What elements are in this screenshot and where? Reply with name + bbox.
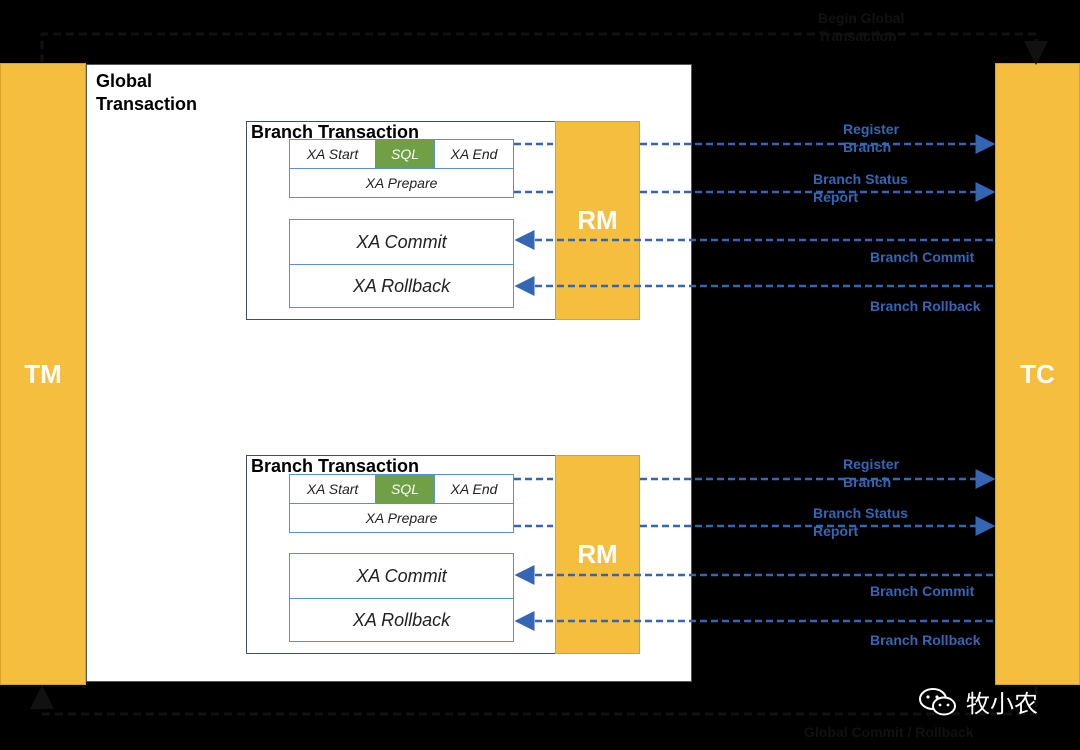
register-line-1: Register [843, 456, 900, 472]
watermark-text: 牧小农 [966, 691, 1038, 718]
begin-label-line-1: Begin Global [818, 10, 905, 26]
begin-global-label: Begin Global Transaction [818, 9, 904, 45]
xa-rollback-cell-1: XA Rollback [289, 264, 514, 308]
status-line-2: Report [813, 523, 859, 539]
branch-rollback-label-2: Branch Rollback [870, 632, 981, 648]
xa-commit-cell-2: XA Commit [289, 553, 514, 599]
global-title-line-2: Transaction [96, 94, 198, 114]
register-branch-label-2: Register Branch [843, 455, 899, 491]
register-branch-label-1: Register Branch [843, 120, 899, 156]
tm-label: TM [24, 358, 62, 389]
wechat-icon [919, 687, 956, 715]
begin-global-arrow [40, 32, 1048, 65]
register-line-1: Register [843, 121, 900, 137]
branch-commit-label-1: Branch Commit [870, 249, 975, 265]
status-line-1: Branch Status [813, 505, 908, 521]
rm-label-2: RM [577, 539, 618, 569]
global-commit-arrow [30, 685, 1038, 716]
tc-label: TC [1020, 358, 1055, 389]
xa-prepare-cell-1: XA Prepare [289, 168, 514, 198]
branch-status-label-2: Branch Status Report [813, 504, 908, 540]
branch-rollback-label-1: Branch Rollback [870, 298, 981, 314]
register-line-2: Branch [843, 139, 892, 155]
watermark: 牧小农 [918, 684, 1038, 719]
status-line-1: Branch Status [813, 171, 908, 187]
xa-start-cell-1: XA Start [289, 139, 376, 169]
tm-bar: TM [0, 63, 86, 685]
register-line-2: Branch [843, 474, 892, 490]
branch-status-label-1: Branch Status Report [813, 170, 908, 206]
global-commit-label: Global Commit / Rollback [804, 724, 974, 740]
status-line-2: Report [813, 189, 859, 205]
rm-label-1: RM [577, 205, 618, 235]
xa-start-cell-2: XA Start [289, 474, 376, 504]
branch-transaction-title-1: Branch Transaction [251, 122, 420, 142]
tc-bar: TC [995, 63, 1080, 685]
branch-commit-label-2: Branch Commit [870, 583, 975, 599]
xa-prepare-cell-2: XA Prepare [289, 503, 514, 533]
xa-end-cell-1: XA End [434, 139, 514, 169]
xa-rollback-cell-2: XA Rollback [289, 598, 514, 642]
global-transaction-title: Global Transaction [96, 70, 197, 116]
begin-label-line-2: Transaction [818, 28, 897, 44]
global-title-line-1: Global [96, 71, 153, 91]
branch-transaction-title-2: Branch Transaction [251, 456, 420, 476]
